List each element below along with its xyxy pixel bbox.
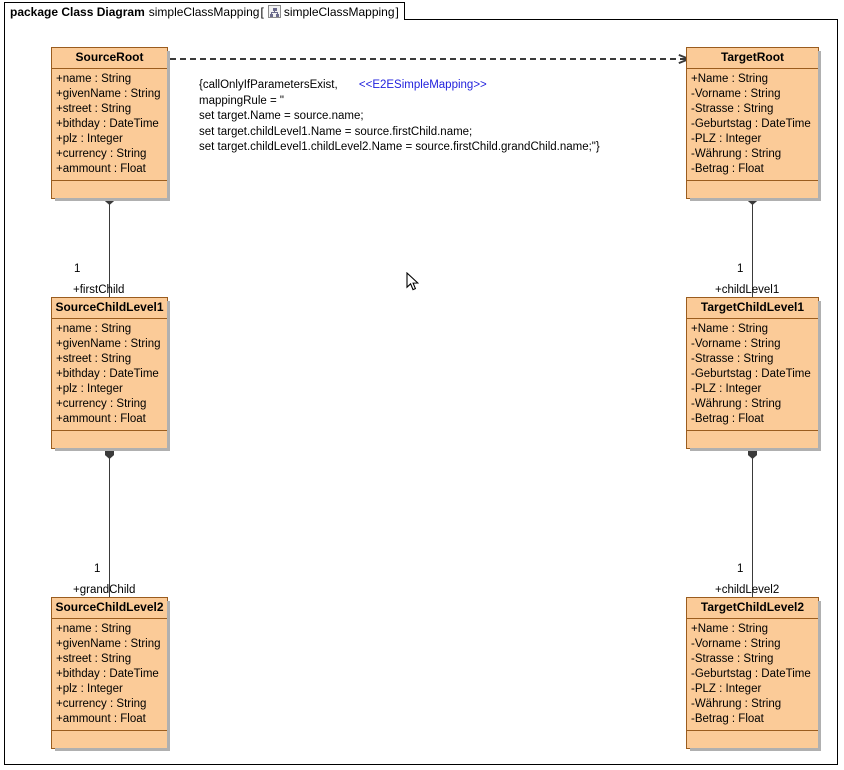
- note-line-4: set target.childLevel1.Name = source.fir…: [199, 125, 473, 138]
- class-attributes-target-root: +Name : String -Vorname : String -Strass…: [687, 69, 818, 181]
- class-attribute: +currency : String: [56, 148, 147, 160]
- class-attribute: +plz : Integer: [56, 683, 123, 695]
- class-attribute: +ammount : Float: [56, 713, 146, 725]
- mouse-cursor-icon: [406, 272, 419, 291]
- class-name-target-root: TargetRoot: [687, 48, 818, 69]
- note-line-3: set target.Name = source.name;: [199, 110, 364, 122]
- class-attribute: -PLZ : Integer: [691, 683, 762, 695]
- role-target-root-child1: +childLevel1: [715, 284, 780, 296]
- class-name-target-child-level1: TargetChildLevel1: [687, 298, 818, 319]
- class-attribute: +street : String: [56, 653, 132, 665]
- package-inner-name: simpleClassMapping: [283, 4, 395, 19]
- class-attribute: -PLZ : Integer: [691, 133, 762, 145]
- class-attributes-source-root: +name : String +givenName : String +stre…: [52, 69, 167, 181]
- class-box-target-child-level1[interactable]: TargetChildLevel1 +Name : String -Vornam…: [686, 297, 821, 451]
- class-operations-source-child-level1: [52, 431, 167, 448]
- note-line-5: set target.childLevel1.childLevel2.Name …: [199, 141, 600, 153]
- class-attribute: -Geburtstag : DateTime: [691, 118, 811, 130]
- class-attribute: +ammount : Float: [56, 163, 146, 175]
- multiplicity-source-root-child1: 1: [74, 263, 81, 275]
- class-box-source-child-level1[interactable]: SourceChildLevel1 +name : String +givenN…: [51, 297, 170, 451]
- role-source-root-child1: +firstChild: [73, 284, 125, 296]
- class-attribute: +currency : String: [56, 398, 147, 410]
- class-attribute: +bithday : DateTime: [56, 118, 159, 130]
- class-attribute: +givenName : String: [56, 338, 161, 350]
- class-attribute: +plz : Integer: [56, 383, 123, 395]
- bracket-open: [: [260, 4, 264, 19]
- class-attribute: +name : String: [56, 323, 132, 335]
- composition-line-target-root-child1[interactable]: [752, 203, 753, 299]
- class-attribute: -Geburtstag : DateTime: [691, 368, 811, 380]
- class-attribute: +street : String: [56, 103, 132, 115]
- class-diagram-icon: [267, 5, 281, 18]
- class-attribute: +street : String: [56, 353, 132, 365]
- class-attribute: -Strasse : String: [691, 353, 774, 365]
- class-attribute: +name : String: [56, 73, 132, 85]
- multiplicity-target-root-child1: 1: [737, 263, 744, 275]
- class-attribute: -Geburtstag : DateTime: [691, 668, 811, 680]
- class-name-source-child-level1: SourceChildLevel1: [52, 298, 167, 319]
- class-attribute: -Vorname : String: [691, 88, 781, 100]
- package-header-tab[interactable]: package Class Diagram simpleClassMapping…: [4, 2, 405, 20]
- class-attribute: +givenName : String: [56, 88, 161, 100]
- class-operations-target-child-level1: [687, 431, 818, 448]
- class-box-target-child-level2[interactable]: TargetChildLevel2 +Name : String -Vornam…: [686, 597, 821, 751]
- mapping-constraint-note: {callOnlyIfParametersExist, <<E2ESimpleM…: [199, 78, 600, 156]
- class-attribute: -Betrag : Float: [691, 413, 764, 425]
- class-name-target-child-level2: TargetChildLevel2: [687, 598, 818, 619]
- class-attribute: +plz : Integer: [56, 133, 123, 145]
- class-attributes-target-child-level1: +Name : String -Vorname : String -Strass…: [687, 319, 818, 431]
- class-attributes-target-child-level2: +Name : String -Vorname : String -Strass…: [687, 619, 818, 731]
- class-attribute: -Währung : String: [691, 398, 782, 410]
- class-attribute: +name : String: [56, 623, 132, 635]
- class-attribute: -Betrag : Float: [691, 713, 764, 725]
- class-attribute: +Name : String: [691, 623, 769, 635]
- class-attribute: -Währung : String: [691, 148, 782, 160]
- note-stereotype: <<E2ESimpleMapping>>: [358, 79, 487, 91]
- role-source-child1-child2: +grandChild: [73, 584, 136, 596]
- package-name: simpleClassMapping: [148, 4, 260, 19]
- composition-line-target-child1-child2[interactable]: [752, 457, 753, 599]
- class-attribute: +givenName : String: [56, 638, 161, 650]
- class-attribute: +Name : String: [691, 73, 769, 85]
- bracket-close: ]: [395, 4, 399, 19]
- class-attribute: -Strasse : String: [691, 103, 774, 115]
- dependency-line-source-to-target[interactable]: [170, 58, 686, 60]
- class-box-source-child-level2[interactable]: SourceChildLevel2 +name : String +givenN…: [51, 597, 170, 751]
- class-attribute: +ammount : Float: [56, 413, 146, 425]
- class-attribute: +bithday : DateTime: [56, 668, 159, 680]
- role-target-child1-child2: +childLevel2: [715, 584, 780, 596]
- class-operations-target-child-level2: [687, 731, 818, 748]
- class-attribute: -Vorname : String: [691, 638, 781, 650]
- composition-line-source-root-child1[interactable]: [109, 203, 110, 299]
- class-attributes-source-child-level2: +name : String +givenName : String +stre…: [52, 619, 167, 731]
- class-attribute: +bithday : DateTime: [56, 368, 159, 380]
- class-operations-source-child-level2: [52, 731, 167, 748]
- class-operations-target-root: [687, 181, 818, 198]
- class-attribute: -Währung : String: [691, 698, 782, 710]
- note-constraint-head: {callOnlyIfParametersExist,: [199, 79, 338, 91]
- class-attribute: -PLZ : Integer: [691, 383, 762, 395]
- class-attribute: -Strasse : String: [691, 653, 774, 665]
- class-attribute: -Betrag : Float: [691, 163, 764, 175]
- class-name-source-root: SourceRoot: [52, 48, 167, 69]
- class-box-target-root[interactable]: TargetRoot +Name : String -Vorname : Str…: [686, 47, 821, 201]
- class-attribute: +Name : String: [691, 323, 769, 335]
- class-attributes-source-child-level1: +name : String +givenName : String +stre…: [52, 319, 167, 431]
- class-box-source-root[interactable]: SourceRoot +name : String +givenName : S…: [51, 47, 170, 201]
- class-attribute: +currency : String: [56, 698, 147, 710]
- multiplicity-target-child1-child2: 1: [737, 563, 744, 575]
- class-attribute: -Vorname : String: [691, 338, 781, 350]
- note-line-1: {callOnlyIfParametersExist, <<E2ESimpleM…: [199, 78, 600, 94]
- composition-diamond-source-child1: [105, 445, 114, 459]
- package-keyword: package Class Diagram: [10, 4, 145, 19]
- class-operations-source-root: [52, 181, 167, 198]
- multiplicity-source-child1-child2: 1: [94, 563, 101, 575]
- composition-diamond-target-child1: [748, 445, 757, 459]
- class-name-source-child-level2: SourceChildLevel2: [52, 598, 167, 619]
- composition-line-source-child1-child2[interactable]: [109, 457, 110, 599]
- note-line-2: mappingRule = ": [199, 94, 284, 107]
